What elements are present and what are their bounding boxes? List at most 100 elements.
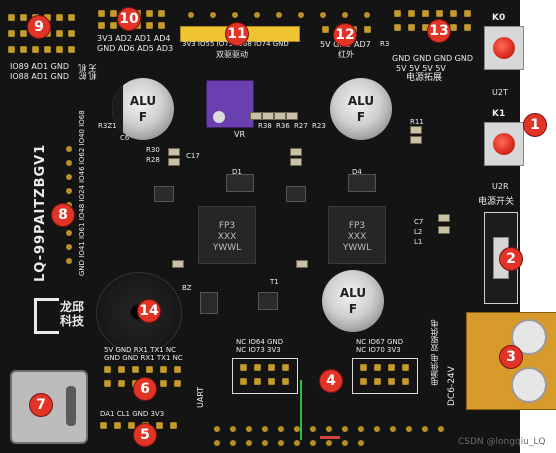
ic-right-line3: YWWL <box>342 243 372 253</box>
ic-left-line1: FP3 <box>218 221 236 231</box>
left-column-pins: GND IO41 IO61 IO48 IO24 IO46 IO62 IO40 I… <box>78 110 86 276</box>
badge-9: 9 <box>28 16 50 38</box>
red-trace <box>320 436 340 439</box>
badge-12: 12 <box>334 24 356 46</box>
hdr11-title: 双驱驱动 <box>216 50 248 59</box>
smd-u6 <box>200 292 218 314</box>
hdr13-pins2: 5V 5V 5V 5V <box>396 64 446 73</box>
ic-left-line2: XXX <box>217 232 237 242</box>
uart-pins-a: 5V GND RX1 TX1 NC <box>104 346 176 354</box>
board-name: LQ-99PAITZBGV1 <box>33 143 48 282</box>
ref-c7: L1 <box>414 238 423 246</box>
ref-r11: R11 <box>410 118 424 126</box>
hdr13-title: 电源拓展 <box>406 73 443 83</box>
badge-5: 5 <box>134 424 156 446</box>
cap-right-sub: F <box>356 110 366 124</box>
hdr12-title: 红外 <box>338 50 354 59</box>
button-k1[interactable] <box>484 122 524 166</box>
badge-3: 3 <box>500 346 522 368</box>
k0-knob <box>493 37 515 59</box>
button-k0[interactable] <box>484 26 524 70</box>
hdr5-pins: DA1 CL1 GND 3V3 <box>100 410 165 418</box>
badge-10: 10 <box>118 8 140 30</box>
badge-1: 1 <box>524 114 546 136</box>
ref-r5: L2 <box>414 228 423 236</box>
nc-gnd-a: NC IO64 GND <box>236 338 284 346</box>
driver-ic-right: FP3 XXX YWWL <box>328 206 386 264</box>
ref-r23: R23 <box>312 122 326 130</box>
k1-label: K1 <box>492 109 506 119</box>
hdr10-row1: 3V3 AD2 AD1 AD4 <box>97 34 171 43</box>
header-4-right-outline <box>352 358 418 394</box>
ic-right-line1: FP3 <box>348 221 366 231</box>
k0-label: K0 <box>492 13 506 23</box>
nc-gnd-d: NC IO70 3V3 <box>356 346 401 354</box>
usb-c-connector[interactable] <box>10 370 88 444</box>
terminal-sub: 电源供电 双驱供电 <box>430 319 439 386</box>
ic-left-line3: YWWL <box>212 243 242 253</box>
nc-gnd-c: NC IO67 GND <box>356 338 404 346</box>
nc-gnd-b: NC IO73 3V3 <box>236 346 281 354</box>
badge-7: 7 <box>30 394 52 416</box>
capacitor-bottom: ALU F <box>322 270 384 332</box>
smd-diode-2 <box>348 174 376 192</box>
badge-4: 4 <box>320 370 342 392</box>
brand-name: 龙邱科技 <box>60 300 85 328</box>
badge-6: 6 <box>134 378 156 400</box>
hdr10-row2: GND AD6 AD5 AD3 <box>97 44 174 53</box>
terminal-screw-2 <box>511 367 547 403</box>
smd-ic-2 <box>286 186 306 202</box>
servo-prefix: 机无 <box>88 64 97 80</box>
ref-r38: R38 <box>258 122 272 130</box>
badge-14: 14 <box>138 300 160 322</box>
badge-11: 11 <box>226 23 248 45</box>
cap-left-sub: F <box>138 110 148 124</box>
u2t-label: U2T <box>492 88 508 97</box>
header-4-left-outline <box>232 358 298 394</box>
power-switch-label: 电源开关 <box>478 197 515 207</box>
vr-label: VR <box>234 130 246 139</box>
capacitor-right: ALU F <box>330 78 392 140</box>
servo-label: 舵机 <box>78 64 87 80</box>
badge-8: 8 <box>52 204 74 226</box>
terminal-screw-1 <box>511 319 547 355</box>
driver-ic-left: FP3 XXX YWWL <box>198 206 256 264</box>
ref-r36: R36 <box>276 122 290 130</box>
ref-t1: T1 <box>270 278 279 286</box>
capacitor-left: ALU F <box>112 78 174 140</box>
ref-r30: R30 <box>146 146 160 154</box>
hdr9-row1: IO89 AD1 GND <box>10 62 69 71</box>
smd-u8 <box>258 292 278 310</box>
brand-logo <box>34 298 59 334</box>
watermark: CSDN @longqiu_LQ <box>458 437 546 447</box>
badge-13: 13 <box>428 20 450 42</box>
badge-2: 2 <box>500 248 522 270</box>
ref-r27: R27 <box>294 122 308 130</box>
ref-c6: C6 <box>120 134 130 142</box>
cap-right-label: ALU <box>347 94 375 108</box>
hdr13-pins: GND GND GND GND <box>392 54 474 63</box>
smd-ic-1 <box>154 186 174 202</box>
bz-label: BZ <box>182 284 192 292</box>
ref-r28: R28 <box>146 156 160 164</box>
u2r-label: U2R <box>492 182 509 191</box>
usb-c-port <box>66 386 76 426</box>
hdr9-row2: IO88 AD1 GND <box>10 72 69 81</box>
cap-bottom-sub: F <box>348 302 358 316</box>
ref-d4: D4 <box>352 168 362 176</box>
green-trace <box>300 380 302 440</box>
ref-r3z1: R3Z1 <box>98 122 117 130</box>
ref-r3: R3 <box>380 40 390 48</box>
ic-right-line2: XXX <box>347 232 367 242</box>
vr-potentiometer[interactable] <box>206 80 254 128</box>
terminal-title: DC6-24V <box>447 366 457 406</box>
ref-daj: C7 <box>414 218 424 226</box>
uart-pins-b: GND GND RX1 TX1 NC <box>104 354 183 362</box>
cap-left-label: ALU <box>129 94 157 108</box>
ref-c17: C17 <box>186 152 200 160</box>
cap-bottom-label: ALU <box>339 286 367 300</box>
smd-diode-1 <box>226 174 254 192</box>
uart-label: UART <box>196 386 205 408</box>
k1-knob <box>493 133 515 155</box>
